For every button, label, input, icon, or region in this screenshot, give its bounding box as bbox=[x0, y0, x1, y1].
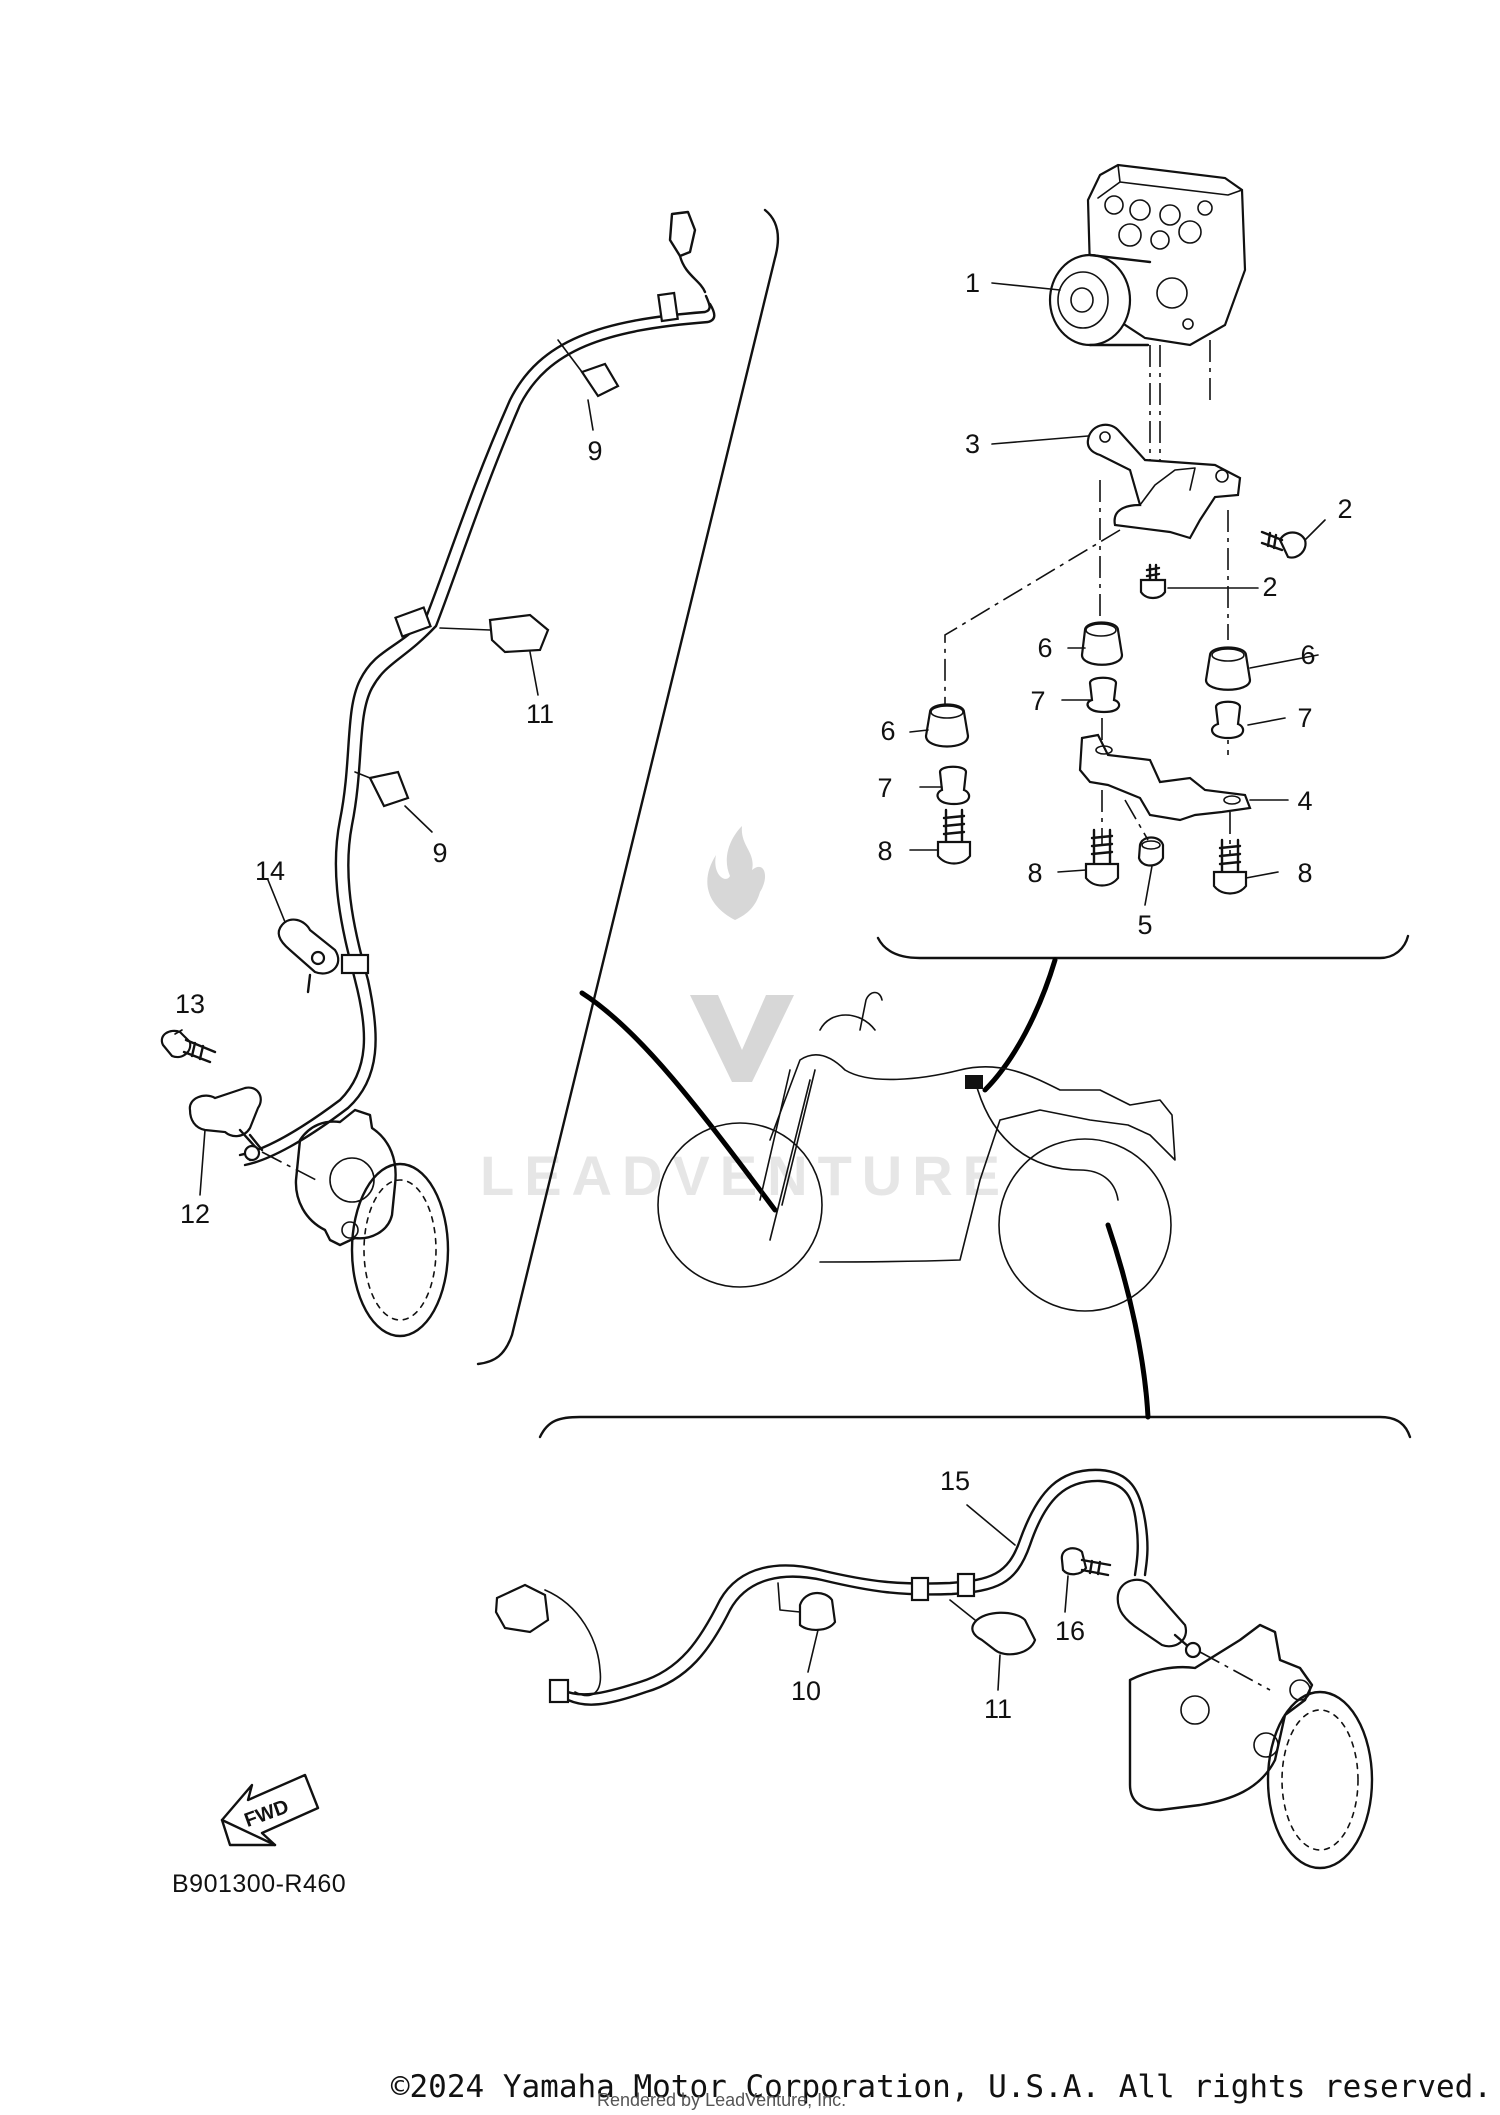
motorcycle-outline bbox=[657, 991, 1176, 1312]
wire-clamp-low bbox=[340, 953, 370, 975]
front-connector-icon bbox=[668, 210, 697, 258]
wire-clamp-11-rear bbox=[971, 1611, 1037, 1656]
bolt-16 bbox=[1060, 1547, 1088, 1576]
callout-15: 15 bbox=[940, 1466, 970, 1496]
front-wheel bbox=[657, 1122, 823, 1288]
wire-clip-9-lower bbox=[368, 770, 410, 808]
watermark: LEADVENTURE bbox=[480, 826, 1010, 1207]
callout-6c: 6 bbox=[880, 716, 895, 746]
copyright-text: ©2024 Yamaha Motor Corporation, U.S.A. A… bbox=[390, 2069, 1492, 2105]
callout-leaders bbox=[174, 282, 1326, 1691]
front-wheel-sensor-12 bbox=[188, 1086, 262, 1138]
watermark-flame-icon bbox=[707, 826, 766, 920]
harness-joint-left bbox=[910, 1576, 930, 1602]
callout-2b: 2 bbox=[1262, 572, 1277, 602]
front-sensor-harness bbox=[769, 1079, 811, 1241]
diagram-code: B901300-R460 bbox=[172, 1870, 347, 1898]
callout-7b: 7 bbox=[1297, 703, 1312, 733]
front-sensor-lead bbox=[238, 294, 711, 1157]
bolt-8-right bbox=[1218, 838, 1242, 874]
motorcycle-handlebar bbox=[819, 991, 883, 1031]
callouts: 1 2 2 3 4 5 6 6 6 7 7 7 8 8 8 9 9 10 11 … bbox=[175, 268, 1353, 1724]
callout-9a: 9 bbox=[587, 436, 602, 466]
callout-1: 1 bbox=[965, 268, 980, 298]
rear-sensor-lead bbox=[560, 1468, 1149, 1696]
watermark-v-logo-icon bbox=[690, 995, 794, 1082]
front-sensor-rotor bbox=[350, 1162, 450, 1338]
front-caliper bbox=[294, 1108, 397, 1247]
callout-11b: 11 bbox=[984, 1694, 1012, 1724]
fwd-label: FWD bbox=[242, 1796, 292, 1832]
harness-end-clamp bbox=[548, 1678, 570, 1704]
bolt-8-left bbox=[942, 808, 966, 844]
callout-10: 10 bbox=[791, 1676, 821, 1706]
callout-3: 3 bbox=[965, 429, 980, 459]
rubber-damper-6-mid bbox=[1080, 621, 1124, 666]
front-sensor-assembly bbox=[160, 210, 716, 1338]
callout-6a: 6 bbox=[1037, 633, 1052, 663]
bolt-2-horizontal bbox=[1278, 531, 1307, 559]
rear-sensor-assembly bbox=[494, 1468, 1374, 1870]
callout-7c: 7 bbox=[877, 773, 892, 803]
motorcycle-fork bbox=[759, 1069, 816, 1206]
callout-12: 12 bbox=[180, 1199, 210, 1229]
callout-14: 14 bbox=[255, 856, 285, 886]
wire-clip-10 bbox=[798, 1592, 837, 1631]
callout-6b: 6 bbox=[1300, 640, 1315, 670]
rubber-damper-6-right bbox=[1204, 646, 1252, 691]
bolt-2-vertical bbox=[1139, 578, 1167, 600]
callout-5: 5 bbox=[1137, 910, 1152, 940]
wire-clamp-mid bbox=[394, 606, 432, 638]
callout-7a: 7 bbox=[1030, 686, 1045, 716]
harness-joint-right bbox=[956, 1572, 976, 1598]
rear-sensor-rotor bbox=[1266, 1690, 1374, 1870]
callout-13: 13 bbox=[175, 989, 205, 1019]
collar-7-right bbox=[1210, 700, 1245, 740]
collar-7-mid bbox=[1086, 676, 1121, 714]
rear-caliper-bracket bbox=[1128, 1623, 1314, 1812]
lower-bracket-4 bbox=[1078, 733, 1252, 822]
top-right-panel-frame bbox=[876, 934, 1410, 960]
collar-7-left bbox=[936, 765, 971, 806]
callout-4: 4 bbox=[1297, 786, 1312, 816]
abs-leader-line bbox=[982, 957, 1058, 1093]
abs-hydraulic-unit-assembly bbox=[924, 163, 1307, 895]
rear-sensor-harness bbox=[974, 1079, 1119, 1201]
sensor-bracket-14 bbox=[277, 918, 340, 975]
watermark-text: LEADVENTURE bbox=[480, 1144, 1010, 1207]
callout-11a: 11 bbox=[526, 699, 554, 729]
callout-2a: 2 bbox=[1337, 494, 1352, 524]
callout-16: 16 bbox=[1055, 1616, 1085, 1646]
rear-wheel bbox=[998, 1138, 1172, 1312]
rear-leader-line bbox=[1105, 1222, 1151, 1420]
copyright-notice: ©2024 Yamaha Motor Corporation, U.S.A. A… bbox=[0, 2069, 1500, 2105]
rubber-damper-6-left bbox=[924, 703, 970, 748]
callout-9b: 9 bbox=[432, 838, 447, 868]
motorcycle-frame bbox=[769, 1054, 1176, 1263]
callout-8a: 8 bbox=[877, 836, 892, 866]
rear-connector-icon bbox=[494, 1583, 550, 1634]
wire-clamp-top bbox=[657, 291, 679, 323]
mount-bracket-3 bbox=[1086, 423, 1242, 540]
bolt-8-mid bbox=[1090, 828, 1114, 866]
bottom-panel-frame bbox=[538, 1415, 1412, 1439]
wire-clamp-11 bbox=[488, 613, 550, 654]
callout-8c: 8 bbox=[1297, 858, 1312, 888]
abs-motor bbox=[1048, 253, 1132, 347]
rendered-by-text: Rendered by LeadVenture, Inc. bbox=[597, 2090, 847, 2110]
callout-8b: 8 bbox=[1027, 858, 1042, 888]
wire-clip-9-upper bbox=[580, 362, 620, 398]
left-panel-frame bbox=[476, 208, 780, 1366]
fwd-arrow-icon: FWD bbox=[220, 1773, 320, 1847]
front-leader-line bbox=[579, 990, 778, 1213]
hydraulic-unit-mini bbox=[965, 1075, 983, 1089]
